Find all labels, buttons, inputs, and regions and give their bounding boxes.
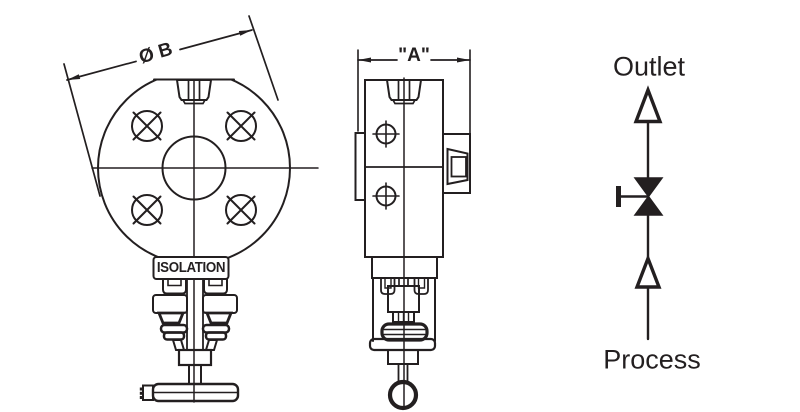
arrowhead (358, 57, 371, 63)
isolation-valve-body-front (152, 278, 238, 385)
check-valve-up-icon (633, 85, 663, 124)
side-knob (442, 133, 471, 194)
vent-plug-icon (175, 79, 213, 105)
arrowhead (457, 57, 470, 63)
bolt-hole-icon (131, 194, 163, 226)
isolation-valve-symbol (616, 177, 664, 216)
arrowhead (67, 74, 81, 80)
handle-end-cap (142, 384, 154, 401)
bolt-hole-icon (225, 110, 257, 142)
extension-line (248, 15, 279, 101)
front-view (63, 0, 319, 403)
side-view (354, 49, 471, 411)
check-valve-up-icon (634, 253, 662, 289)
bolt-hole-icon (225, 194, 257, 226)
t-handle (139, 382, 240, 403)
width-a-dimension-label: "A" (398, 45, 430, 66)
dimension-a (357, 49, 471, 134)
process-label: Process (603, 344, 701, 375)
pull-ring-icon (387, 379, 419, 411)
port-hole-icon (372, 182, 400, 210)
flange-edge-tab (354, 132, 366, 201)
bolt-hole-icon (131, 110, 163, 142)
isolation-tag-box (152, 256, 230, 280)
extension-line (63, 63, 101, 197)
outlet-label: Outlet (612, 51, 686, 82)
bolt-holes (131, 110, 257, 226)
port-hole-icon (372, 120, 400, 148)
flow-schematic (616, 85, 664, 341)
isolation-tag-label: ISOLATION (156, 260, 226, 276)
center-bore (161, 135, 227, 201)
dimension-b (63, 15, 279, 197)
arrowhead (238, 30, 252, 36)
